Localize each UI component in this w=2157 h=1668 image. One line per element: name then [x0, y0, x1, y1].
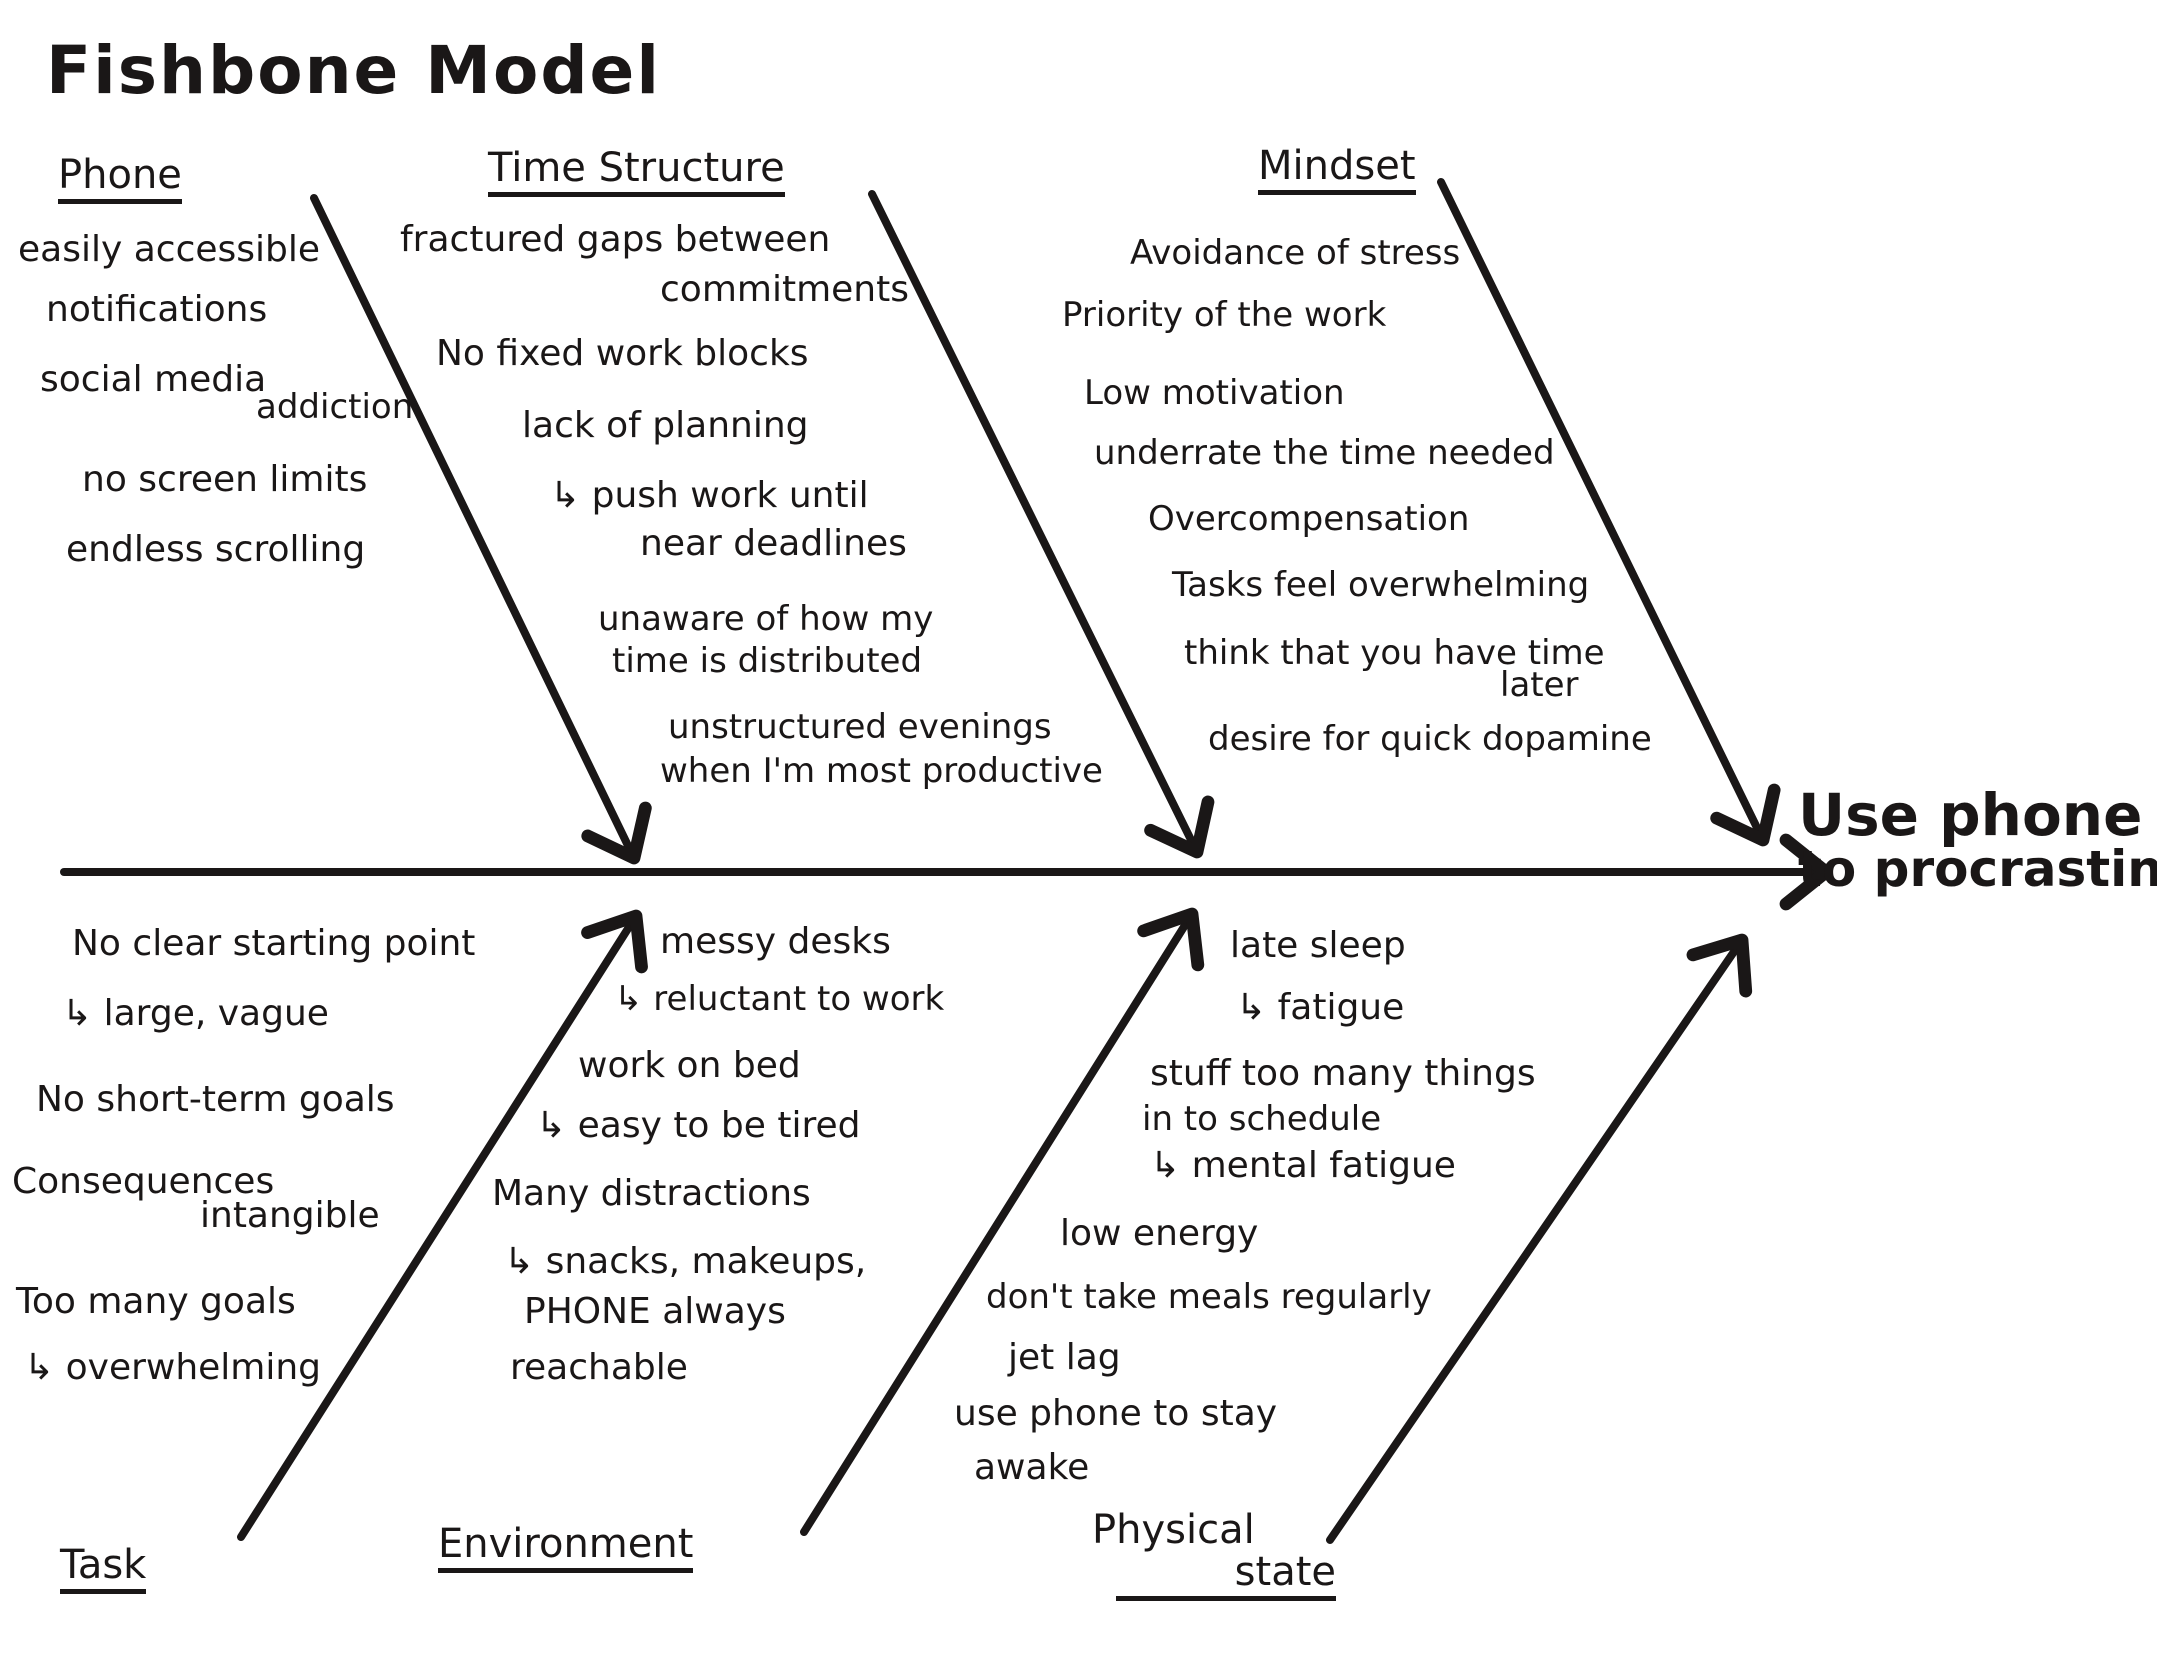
cause-item: addiction	[256, 387, 414, 427]
cause-item: intangible	[200, 1195, 380, 1236]
cause-item: Tasks feel overwhelming	[1172, 565, 1590, 605]
cause-item: in to schedule	[1142, 1099, 1382, 1139]
cause-item: ↳ mental fatigue	[1150, 1145, 1456, 1186]
cause-item: jet lag	[1008, 1337, 1121, 1378]
branch-physical-state	[1326, 933, 1753, 1544]
cause-item: don't take meals regularly	[986, 1277, 1432, 1317]
category-task: Task	[60, 1545, 147, 1594]
cause-item: low energy	[1060, 1213, 1259, 1254]
cause-item: endless scrolling	[66, 529, 366, 570]
effect-line-2: to procrastinate	[1798, 840, 2157, 898]
cause-item: Avoidance of stress	[1130, 233, 1461, 273]
cause-item: Overcompensation	[1148, 499, 1470, 539]
cause-item: late sleep	[1230, 925, 1406, 966]
cause-item: ↳ reluctant to work	[614, 979, 945, 1019]
category-physical-state-line-1: Physical	[1092, 1507, 1255, 1553]
category-mindset: Mindset	[1258, 146, 1416, 195]
cause-item: Priority of the work	[1062, 295, 1387, 335]
cause-item: unstructured evenings	[668, 707, 1052, 747]
cause-item: commitments	[660, 269, 909, 310]
effect-line-1: Use phone	[1798, 781, 2143, 849]
cause-item: PHONE always	[524, 1291, 786, 1332]
cause-item: Consequences	[12, 1161, 275, 1202]
cause-item: underrate the time needed	[1094, 433, 1555, 473]
cause-item: stuff too many things	[1150, 1053, 1536, 1094]
category-physical-state-line-2: state	[1116, 1552, 1336, 1601]
effect-label: Use phone to procrastinate	[1798, 786, 2157, 894]
cause-item: desire for quick dopamine	[1208, 719, 1652, 759]
branch-task	[237, 909, 648, 1541]
cause-item: near deadlines	[640, 523, 907, 564]
cause-item: time is distributed	[612, 641, 923, 681]
cause-item: ↳ snacks, makeups,	[504, 1241, 867, 1282]
cause-item: think that you have time	[1184, 633, 1605, 673]
category-time-structure: Time Structure	[488, 148, 785, 197]
cause-item: notifications	[46, 289, 268, 330]
cause-item: No fixed work blocks	[436, 333, 809, 374]
cause-item: ↳ overwhelming	[24, 1347, 322, 1388]
cause-item: when I'm most productive	[660, 751, 1103, 791]
cause-item: ↳ easy to be tired	[536, 1105, 861, 1146]
cause-item: Too many goals	[16, 1281, 296, 1322]
cause-item: messy desks	[660, 921, 891, 962]
branch-mindset	[1437, 178, 1781, 847]
branch-time-structure	[868, 190, 1215, 859]
cause-item: No short-term goals	[36, 1079, 395, 1120]
branch-phone	[310, 194, 652, 865]
cause-item: no screen limits	[82, 459, 368, 500]
cause-item: ↳ large, vague	[62, 993, 329, 1034]
cause-item: work on bed	[578, 1045, 801, 1086]
cause-item: fractured gaps between	[400, 219, 831, 260]
branch-environment	[800, 907, 1205, 1536]
cause-item: Low motivation	[1084, 373, 1345, 413]
cause-item: ↳ push work until	[550, 475, 869, 516]
category-environment: Environment	[438, 1524, 694, 1573]
cause-item: unaware of how my	[598, 599, 934, 639]
cause-item: social media	[40, 359, 267, 400]
cause-item: lack of planning	[522, 405, 809, 446]
category-phone: Phone	[58, 155, 182, 204]
cause-item: awake	[974, 1447, 1090, 1488]
cause-item: ↳ fatigue	[1236, 987, 1405, 1028]
cause-item: later	[1500, 665, 1579, 705]
diagram-title: Fishbone Model	[46, 32, 661, 109]
cause-item: easily accessible	[18, 229, 321, 270]
cause-item: Many distractions	[492, 1173, 811, 1214]
cause-item: reachable	[510, 1347, 688, 1388]
cause-item: No clear starting point	[72, 923, 476, 964]
cause-item: use phone to stay	[954, 1393, 1278, 1434]
